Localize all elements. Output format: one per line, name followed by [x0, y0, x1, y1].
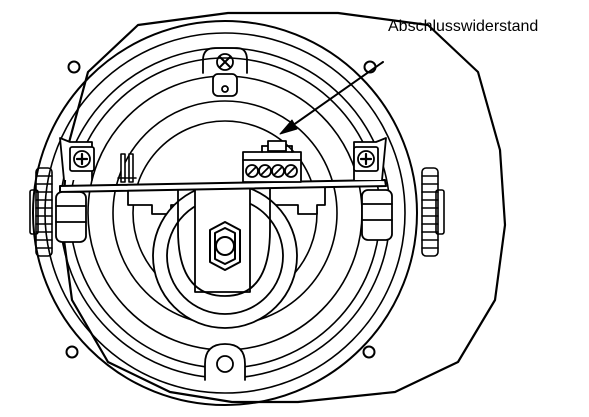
standoff-left — [55, 191, 87, 243]
mounting-hole-top-left — [67, 60, 81, 74]
terminal-screw-left — [59, 137, 95, 181]
callout-arrow — [279, 61, 384, 135]
termination-resistor — [261, 140, 293, 153]
top-tab — [202, 47, 248, 97]
terminal-block — [242, 151, 302, 183]
standoff-right — [361, 189, 393, 241]
outer-ring — [32, 20, 418, 406]
lower-mechanism — [127, 186, 326, 329]
ring-2 — [44, 32, 406, 394]
cable-gland-right — [421, 167, 445, 257]
cable-gland-left — [29, 167, 53, 257]
mounting-hole-bottom-left — [65, 345, 79, 359]
jumper-pins — [117, 153, 137, 183]
hex-bolt — [209, 221, 241, 271]
mounting-hole-bottom-right — [362, 345, 376, 359]
terminal-screw-right — [353, 137, 387, 181]
callout-label: Abschlusswiderstand — [388, 18, 539, 35]
bottom-tab — [204, 343, 246, 381]
